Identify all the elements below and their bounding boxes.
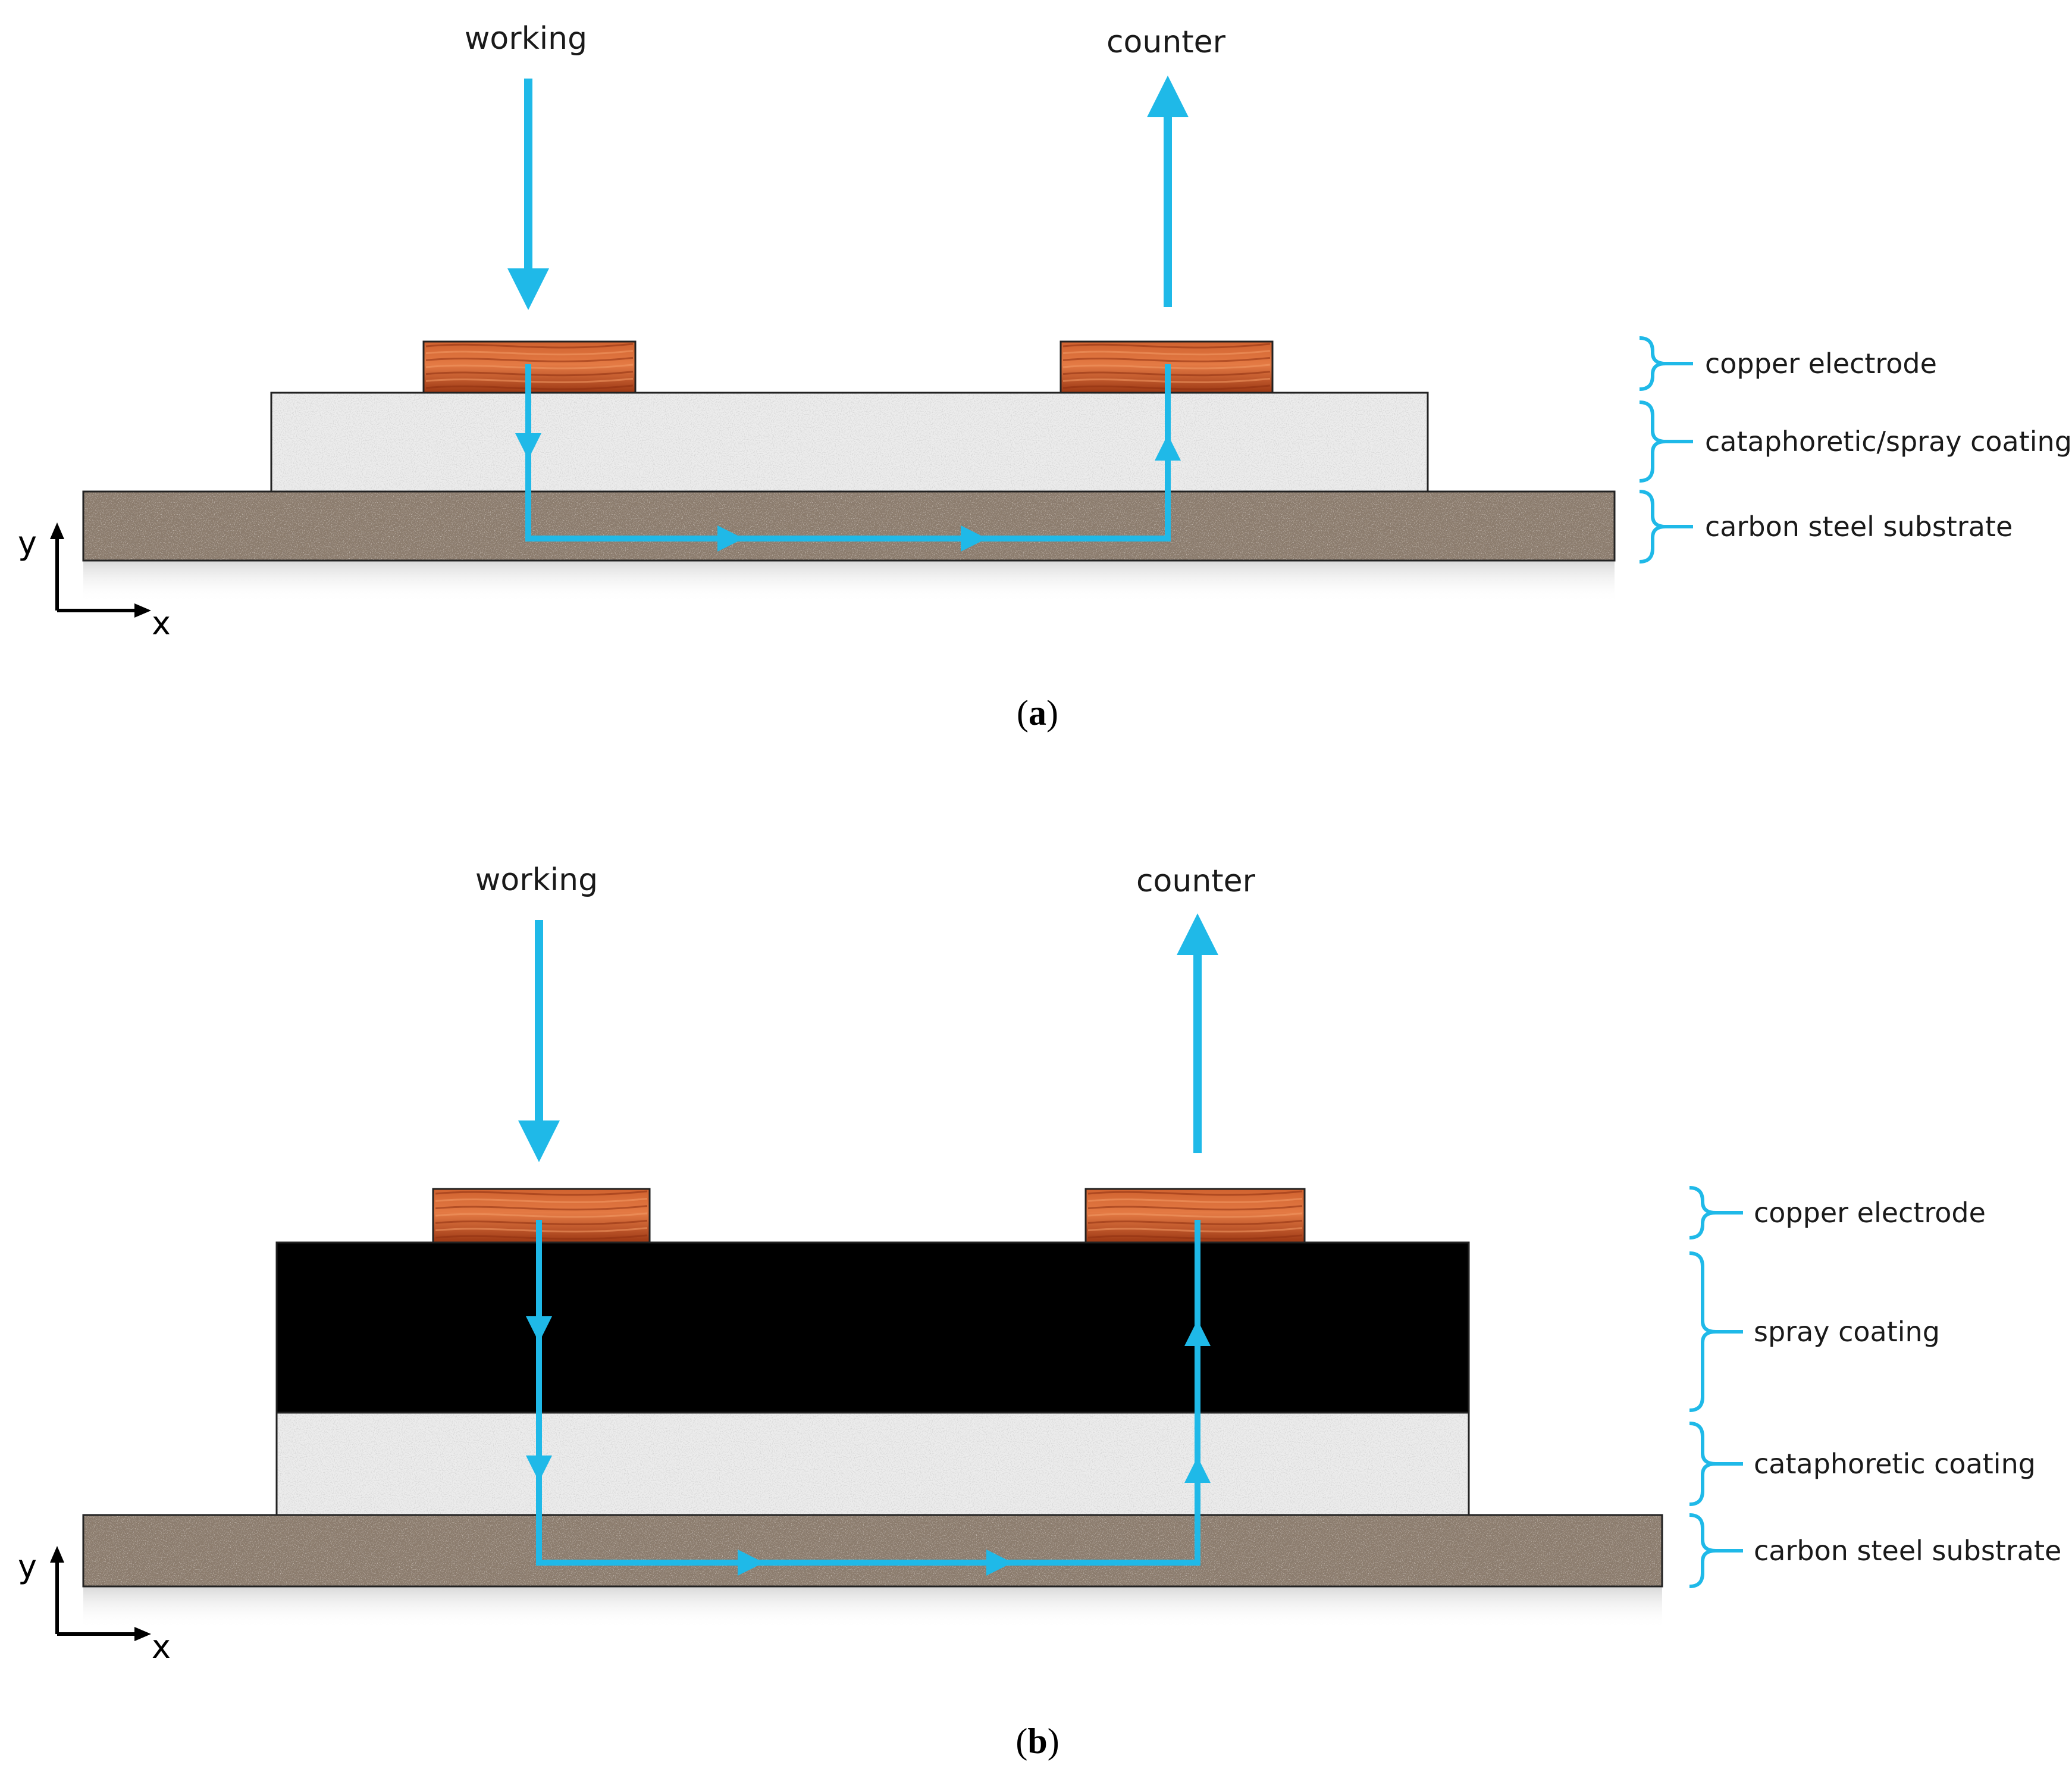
caption-letter: b (1027, 1721, 1047, 1761)
flow-arrow-up (1155, 434, 1181, 461)
layer-brace (1689, 1513, 1743, 1588)
axis-x-label: x (152, 605, 171, 642)
carbon-steel-substrate (82, 490, 1616, 562)
flow-arrow-up-1 (1184, 1320, 1211, 1346)
flow-arrow-right-1 (738, 1550, 764, 1576)
flow-arrow-down-2 (526, 1456, 552, 1482)
caption-letter: a (1029, 693, 1046, 733)
axis-indicator: yx (18, 1546, 171, 1666)
caption-open: ( (1015, 1721, 1027, 1761)
axis-x-label: x (152, 1628, 171, 1666)
panel-a: working counter copper electrode cataphoret… (18, 21, 2072, 733)
layer-label: carbon steel substrate (1754, 1535, 2061, 1567)
layer-brace (1639, 490, 1693, 564)
substrate-shadow (83, 561, 1615, 602)
flow-arrow-down-1 (526, 1316, 552, 1342)
counter-label: counter (1106, 24, 1226, 60)
axis-y-label: y (18, 1548, 37, 1585)
layer-label: spray coating (1754, 1316, 1940, 1348)
layer-label: copper electrode (1705, 348, 1937, 380)
layer-label: copper electrode (1754, 1197, 1986, 1229)
layer-brace (1639, 400, 1693, 483)
caption-close: ) (1046, 693, 1058, 733)
working-label: working (475, 862, 598, 898)
flow-arrow-right-2 (986, 1550, 1013, 1576)
layer-brace (1689, 1186, 1743, 1239)
axis-y-label: y (18, 524, 37, 562)
caption-close: ) (1048, 1721, 1059, 1761)
layer-brace (1639, 336, 1693, 391)
coating-layer (270, 392, 1429, 493)
layer-brace (1689, 1422, 1743, 1506)
current-path (536, 1220, 1200, 1566)
counter-copper-electrode (1084, 1188, 1306, 1244)
caption-open: ( (1017, 693, 1029, 733)
flow-arrow-up-2 (1184, 1457, 1211, 1483)
panel-caption: (b) (1015, 1721, 1059, 1761)
panel-b: working counter copper electrode spray coat… (18, 862, 2061, 1761)
counter-label: counter (1136, 863, 1256, 899)
spray-coating-layer (275, 1241, 1470, 1414)
substrate-shadow (83, 1586, 1662, 1628)
working-label: working (465, 21, 587, 57)
flow-arrow-down (515, 433, 541, 459)
layer-brace (1689, 1251, 1743, 1412)
carbon-steel-substrate (82, 1514, 1663, 1588)
cataphoretic-coating-layer (275, 1411, 1470, 1516)
flow-arrow-right-1 (717, 525, 744, 552)
flow-arrow-right-2 (961, 525, 987, 552)
panel-caption: (a) (1017, 693, 1058, 733)
layer-label: cataphoretic/spray coating (1705, 425, 2072, 458)
layer-label: cataphoretic coating (1754, 1448, 2036, 1480)
layer-label: carbon steel substrate (1705, 511, 2013, 543)
axis-indicator: yx (18, 522, 171, 642)
